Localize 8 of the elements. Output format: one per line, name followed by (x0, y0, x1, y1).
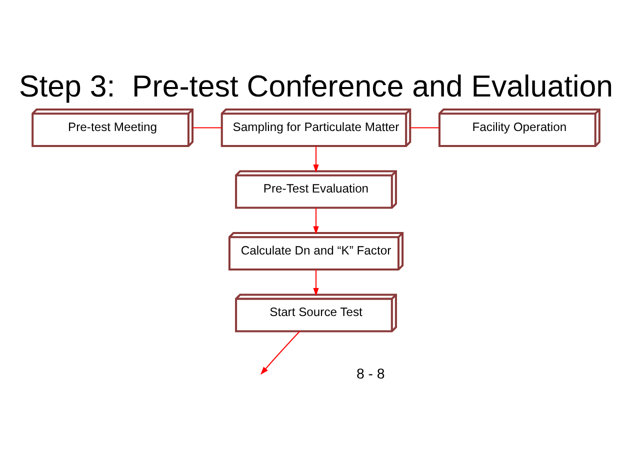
diagram-title: Step 3: Pre-test Conference and Evaluation (18, 70, 614, 103)
arrow (260, 330, 300, 374)
connector (410, 126, 440, 128)
arrow (313, 269, 319, 296)
arrow (313, 146, 319, 172)
arrow (313, 207, 319, 234)
connector (192, 126, 222, 128)
label: 8 - 8 (356, 366, 385, 382)
